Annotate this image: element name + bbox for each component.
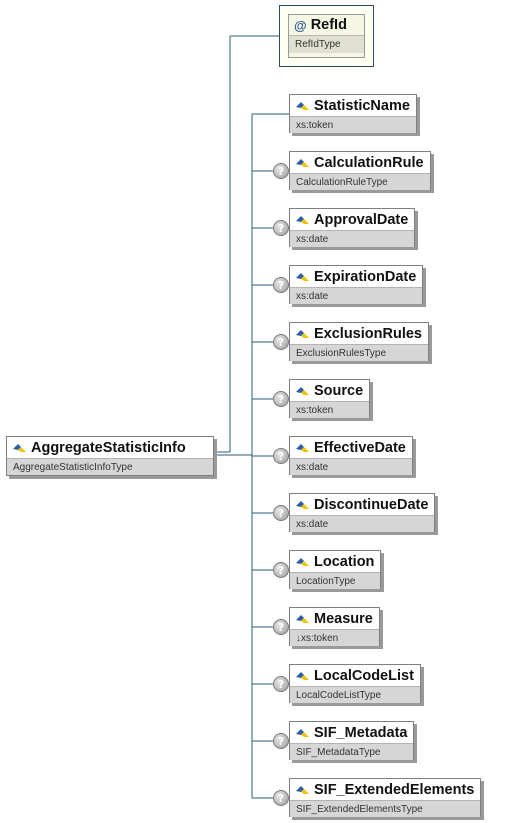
optional-icon: ? [273, 505, 289, 521]
element-title: Source [290, 380, 369, 401]
element-name: StatisticName [314, 97, 410, 114]
element-name: ApprovalDate [314, 211, 409, 228]
attribute-refid[interactable]: @ RefId RefIdType [279, 5, 374, 67]
element-name: LocalCodeList [314, 667, 414, 684]
optional-icon: ? [273, 619, 289, 635]
element-effectivedate[interactable]: EffectiveDate xs:date [289, 436, 413, 475]
element-icon [296, 215, 309, 224]
element-name: DiscontinueDate [314, 496, 429, 513]
element-icon [296, 101, 309, 110]
element-icon [296, 158, 309, 167]
root-element-title: AggregateStatisticInfo [7, 437, 213, 458]
attribute-type: RefIdType [289, 35, 364, 53]
element-icon [296, 728, 309, 737]
element-icon [296, 785, 309, 794]
element-name: CalculationRule [314, 154, 424, 171]
element-icon [296, 614, 309, 623]
element-icon [296, 272, 309, 281]
element-name: ExpirationDate [314, 268, 417, 285]
element-title: CalculationRule [290, 152, 430, 173]
element-expirationdate[interactable]: ExpirationDate xs:date [289, 265, 424, 304]
element-title: Location [290, 551, 380, 572]
element-type: LocalCodeListType [290, 686, 420, 703]
element-approvaldate[interactable]: ApprovalDate xs:date [289, 208, 416, 247]
element-title: ExclusionRules [290, 323, 428, 344]
optional-icon: ? [273, 562, 289, 578]
element-type: xs:date [290, 230, 415, 247]
element-type: SIF_MetadataType [290, 743, 414, 760]
element-type: CalculationRuleType [290, 173, 430, 190]
element-icon [296, 386, 309, 395]
element-icon [296, 557, 309, 566]
element-title: ExpirationDate [290, 266, 422, 287]
attribute-title: @ RefId [289, 15, 364, 35]
element-icon [296, 500, 309, 509]
attribute-icon: @ [294, 17, 307, 33]
root-element-type: AggregateStatisticInfoType [7, 458, 213, 475]
optional-icon: ? [273, 391, 289, 407]
element-type: xs:date [290, 515, 435, 532]
root-element-name: AggregateStatisticInfo [31, 439, 186, 456]
element-title: LocalCodeList [290, 665, 420, 686]
element-source[interactable]: Source xs:token [289, 379, 371, 418]
optional-icon: ? [273, 676, 289, 692]
element-title: StatisticName [290, 95, 416, 116]
optional-icon: ? [273, 790, 289, 806]
element-title: SIF_Metadata [290, 722, 413, 743]
element-measure[interactable]: Measure ↓xs:token [289, 607, 380, 646]
element-name: Source [314, 382, 364, 399]
element-type: xs:token [290, 116, 416, 133]
attribute-name: RefId [310, 17, 347, 33]
element-title: DiscontinueDate [290, 494, 434, 515]
optional-icon: ? [273, 163, 289, 179]
element-type: SIF_ExtendedElementsType [290, 800, 481, 817]
element-icon [296, 671, 309, 680]
optional-icon: ? [273, 220, 289, 236]
element-type: ↓xs:token [290, 629, 379, 646]
attribute-inner: @ RefId RefIdType [288, 14, 365, 58]
element-icon [296, 329, 309, 338]
element-icon [13, 443, 26, 452]
root-element[interactable]: AggregateStatisticInfo AggregateStatisti… [6, 436, 214, 476]
element-type: LocationType [290, 572, 381, 589]
element-type: xs:date [290, 458, 412, 475]
element-name: ExclusionRules [314, 325, 422, 342]
element-title: Measure [290, 608, 379, 629]
element-title: ApprovalDate [290, 209, 414, 230]
optional-icon: ? [273, 277, 289, 293]
element-icon [296, 443, 309, 452]
optional-icon: ? [273, 448, 289, 464]
element-name: EffectiveDate [314, 439, 406, 456]
optional-icon: ? [273, 733, 289, 749]
element-name: Location [314, 553, 375, 570]
element-type: xs:token [290, 401, 370, 418]
element-type: xs:date [290, 287, 423, 304]
element-discontinuedate[interactable]: DiscontinueDate xs:date [289, 493, 436, 532]
element-statisticname[interactable]: StatisticName xs:token [289, 94, 417, 133]
optional-icon: ? [273, 334, 289, 350]
element-title: SIF_ExtendedElements [290, 779, 480, 800]
element-type: ExclusionRulesType [290, 344, 428, 361]
element-title: EffectiveDate [290, 437, 412, 458]
element-name: SIF_Metadata [314, 724, 408, 741]
element-name: SIF_ExtendedElements [314, 781, 475, 798]
element-name: Measure [314, 610, 373, 627]
